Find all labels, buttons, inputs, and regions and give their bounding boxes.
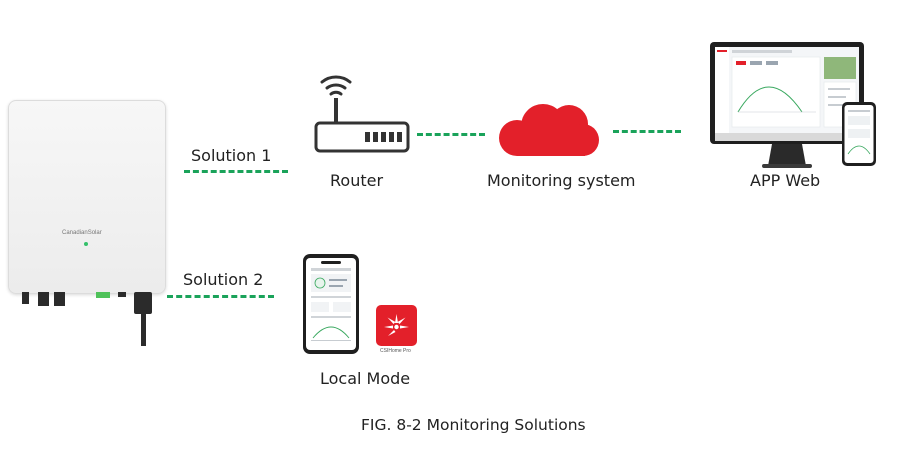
router-cloud-link — [417, 133, 485, 136]
solution1-link — [184, 170, 288, 173]
phone-icon — [842, 102, 876, 166]
monitor-icon — [710, 42, 864, 168]
solution2-label: Solution 2 — [183, 270, 264, 289]
inverter-led — [84, 242, 88, 246]
router-label: Router — [330, 171, 384, 190]
app-name-logo: CSIHome Pro — [380, 348, 411, 354]
solution1-label: Solution 1 — [191, 146, 272, 165]
solution2-link — [167, 295, 274, 298]
phone-icon — [303, 254, 359, 354]
app-icon — [376, 305, 417, 346]
figure-caption: FIG. 8-2 Monitoring Solutions — [361, 416, 586, 434]
cloud-web-link — [613, 130, 681, 133]
monitoring-system-label: Monitoring system — [487, 171, 636, 190]
cloud-icon — [499, 104, 599, 156]
local-mode-label: Local Mode — [320, 369, 411, 388]
inverter-icon — [8, 100, 166, 294]
inverter-brand-logo: CanadianSolar — [62, 230, 102, 236]
router-icon — [314, 75, 410, 153]
app-web-label: APP Web — [750, 171, 821, 190]
